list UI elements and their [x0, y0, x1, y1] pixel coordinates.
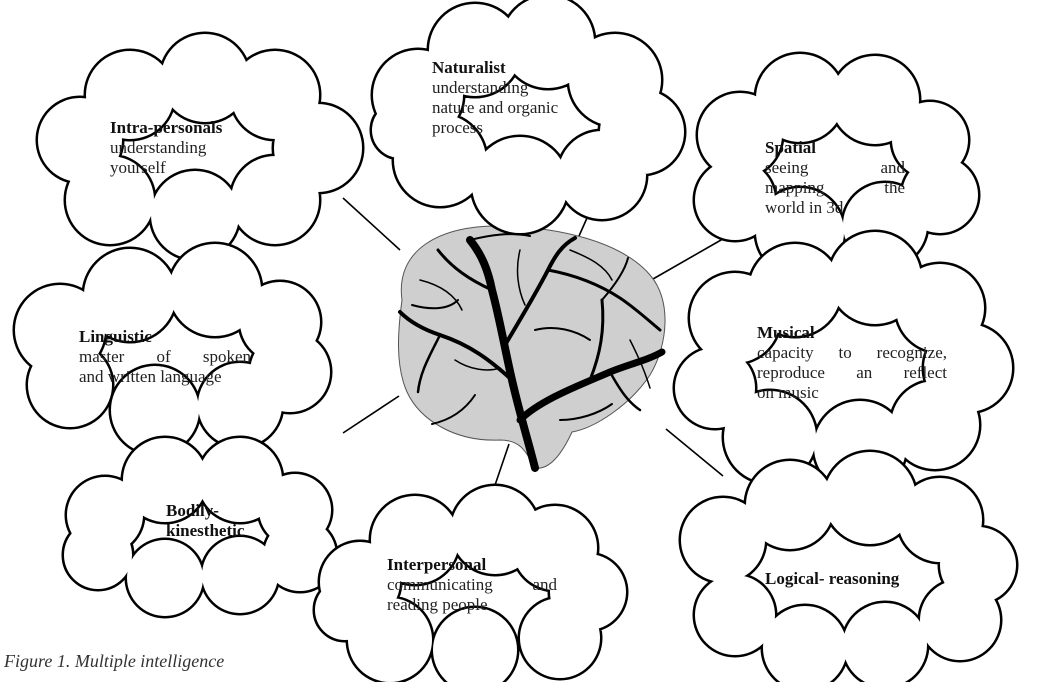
- connector-linguistic: [342, 395, 400, 434]
- musical-desc-line: reproduce an reflect: [757, 363, 947, 382]
- connector-intrapersonal: [342, 197, 401, 251]
- interpersonal-cloud-fill: [315, 486, 626, 682]
- linguistic-label: Linguistic master of spoken and written …: [79, 327, 251, 387]
- logical-label: Logical- reasoning: [765, 569, 965, 589]
- musical-cloud-fill: [675, 232, 1012, 493]
- musical-label: Musical capacity to recognize, reproduce…: [757, 323, 947, 403]
- logical-cloud-fill: [681, 452, 1016, 682]
- interpersonal-desc-line: communicating and: [387, 575, 557, 594]
- intrapersonal-desc-line: understanding: [110, 138, 207, 157]
- naturalist-cloud-fill: [372, 0, 684, 233]
- linguistic-cloud-fill: [15, 244, 330, 454]
- naturalist-desc-line: nature and organic: [432, 98, 559, 117]
- spatial-desc-line: mapping the: [765, 178, 905, 197]
- spatial-cloud-fill: [695, 54, 978, 276]
- logical-title: Logical- reasoning: [765, 569, 900, 588]
- interpersonal-label: Interpersonal communicating and reading …: [387, 555, 557, 615]
- intrapersonal-label: Intra-personals understanding yourself: [110, 118, 310, 178]
- bodily-title: Bodily-: [166, 501, 219, 520]
- interpersonal-desc-line: reading people: [387, 595, 488, 614]
- figure-caption: Figure 1. Multiple intelligence: [4, 651, 225, 671]
- spatial-label: Spatial seeing and mapping the world in …: [765, 138, 905, 218]
- spatial-title: Spatial: [765, 138, 817, 157]
- intrapersonal-cloud-fill: [38, 34, 362, 259]
- bodily-label: Bodily- kinesthetic: [166, 501, 306, 541]
- connector-musical: [665, 428, 724, 477]
- intrapersonal-desc-line: yourself: [110, 158, 166, 177]
- brain-tree-icon: [398, 225, 666, 472]
- linguistic-desc-line: and written language: [79, 367, 222, 386]
- intrapersonal-title: Intra-personals: [110, 118, 223, 137]
- connector-spatial: [652, 235, 729, 280]
- spatial-desc-line: world in 3d: [765, 198, 844, 217]
- musical-desc-line: capacity to recognize,: [757, 343, 947, 362]
- musical-desc-line: on music: [757, 383, 819, 402]
- linguistic-desc-line: master of spoken: [79, 347, 251, 366]
- naturalist-desc-line: understanding: [432, 78, 529, 97]
- interpersonal-title: Interpersonal: [387, 555, 487, 574]
- musical-title: Musical: [757, 323, 815, 342]
- linguistic-title: Linguistic: [79, 327, 152, 346]
- spatial-desc-line: seeing and: [765, 158, 905, 177]
- connector-interpersonal: [492, 443, 510, 492]
- naturalist-desc-line: process: [432, 118, 483, 137]
- bodily-title-line2: kinesthetic: [166, 521, 245, 540]
- bodily-cloud-fill: [64, 438, 337, 616]
- naturalist-label: Naturalist understanding nature and orga…: [432, 58, 642, 138]
- naturalist-title: Naturalist: [432, 58, 506, 77]
